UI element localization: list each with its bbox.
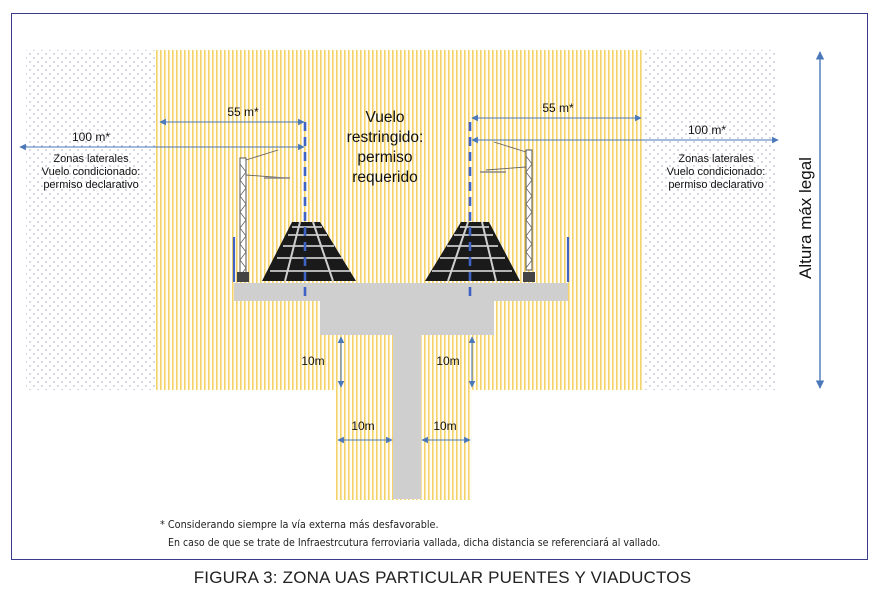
bridge-deck: [234, 283, 568, 301]
lateral-right-line: Zonas laterales: [678, 153, 754, 165]
bridge-cap: [320, 299, 494, 335]
dist-55-right-label: 55 m*: [542, 101, 574, 115]
legal-height-label: Altura máx legal: [796, 157, 815, 279]
dist-100-left-label: 100 m*: [72, 130, 110, 144]
center-label-line: permiso: [357, 149, 412, 166]
center-label-line: restringido:: [347, 129, 424, 146]
lateral-left-line: permiso declarativo: [43, 179, 138, 191]
right-catenary-mast: [480, 141, 535, 282]
dist-100-right-label: 100 m*: [688, 123, 726, 137]
right-lateral-zone: [643, 50, 777, 390]
dim-10m-label: 10m: [351, 419, 374, 433]
dim-10m-label: 10m: [433, 419, 456, 433]
figure-caption: FIGURA 3: ZONA UAS PARTICULAR PUENTES Y …: [193, 568, 692, 587]
center-restricted-label: Vuelo restringido: permiso requerido: [347, 109, 424, 186]
footnote-2: En caso de que se trate de Infraestrcutu…: [168, 536, 661, 549]
left-catenary-mast: [237, 149, 290, 282]
footnote-1: * Considerando siempre la vía externa má…: [160, 518, 439, 531]
center-label-line: Vuelo: [365, 109, 404, 126]
left-lateral-zone: [26, 50, 156, 390]
dim-10m-label: 10m: [301, 354, 324, 368]
center-label-line: requerido: [352, 169, 418, 186]
left-lateral-label: Zonas laterales Vuelo condicionado: perm…: [42, 153, 141, 191]
lateral-right-line: permiso declarativo: [668, 179, 763, 191]
bridge-pier: [393, 333, 421, 499]
right-lateral-label: Zonas laterales Vuelo condicionado: perm…: [667, 153, 766, 191]
right-track: [425, 221, 520, 282]
dist-55-left-label: 55 m*: [227, 105, 259, 119]
left-track: [262, 221, 356, 282]
lateral-right-line: Vuelo condicionado:: [667, 166, 766, 178]
lateral-left-line: Zonas laterales: [53, 153, 129, 165]
dim-10m-label: 10m: [436, 354, 459, 368]
lateral-left-line: Vuelo condicionado:: [42, 166, 141, 178]
